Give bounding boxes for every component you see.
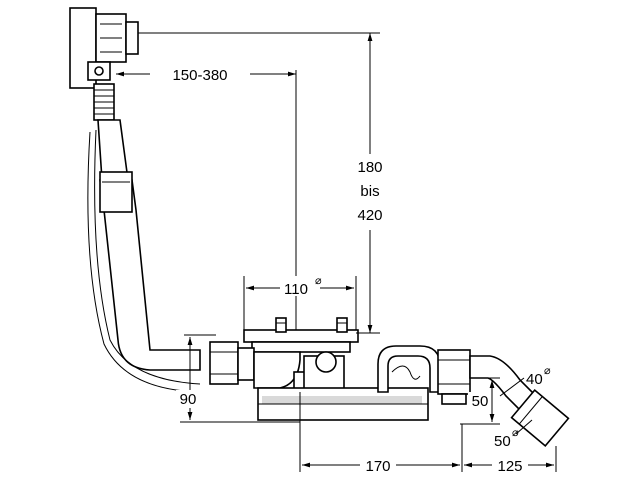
angle-diameter-label: 40 (526, 371, 543, 388)
dimension-overflow: 150-380 (116, 64, 297, 330)
outlet-distance-label: 170 (365, 458, 390, 475)
height-top-label: 180 (357, 159, 382, 176)
connector-nut-left (209, 341, 255, 385)
pipe-diameter-symbol: ⌀ (512, 427, 519, 439)
dimension-angle-diameter: 40 ⌀ (499, 365, 551, 397)
trap-body (253, 351, 429, 421)
dimension-bottom: 170 125 (299, 392, 557, 475)
dimension-pipe-diameter: 50 ⌀ (494, 419, 533, 450)
trap-height-label: 90 (180, 391, 197, 408)
waste-diameter-symbol: ⌀ (315, 275, 322, 287)
angle-diameter-symbol: ⌀ (544, 365, 551, 377)
pipe-diameter-label: 50 (494, 433, 511, 450)
dimension-height: 180 bis 420 (138, 32, 392, 334)
connector-tube (377, 345, 441, 393)
overflow-distance-label: 150-380 (172, 67, 227, 84)
dimension-trap-height: 90 (176, 334, 300, 423)
outlet-length-label: 125 (497, 458, 522, 475)
waste-plate (243, 317, 359, 353)
height-mid-label: bis (360, 183, 379, 200)
outlet-height-label: 50 (472, 393, 489, 410)
dimension-outlet-height: 50 (460, 377, 500, 425)
overflow-pipe (87, 119, 201, 393)
dimension-waste-diameter: 110 ⌀ (243, 275, 357, 330)
height-bottom-label: 420 (357, 207, 382, 224)
overflow-spring (93, 83, 115, 121)
outlet-assembly (437, 349, 570, 448)
overflow-head (69, 7, 139, 89)
waste-diameter-label: 110 (284, 281, 308, 298)
